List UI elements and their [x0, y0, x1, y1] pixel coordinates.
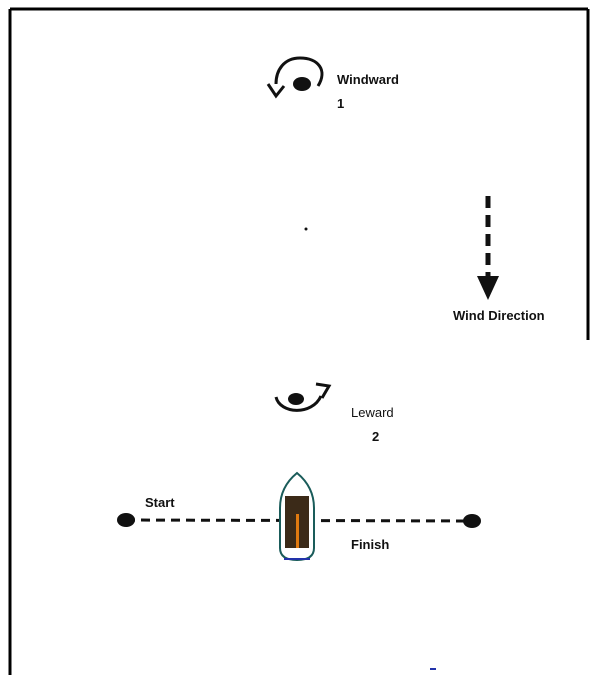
windward-buoy [293, 77, 311, 91]
start-pin-buoy [117, 513, 135, 527]
leeward-number: 2 [372, 429, 379, 444]
wind-direction-label: Wind Direction [453, 308, 545, 323]
windward-mark: Windward 1 [266, 56, 399, 111]
boat-sail [296, 514, 299, 548]
diagram-frame [8, 7, 590, 675]
leeward-mark: Leward 2 [274, 382, 394, 444]
leeward-label: Leward [351, 405, 394, 420]
leeward-rounding-arrow-icon [274, 395, 323, 412]
stray-dot [304, 227, 308, 231]
finish-pin-buoy [463, 514, 481, 528]
windward-label: Windward [337, 72, 399, 87]
windward-rounding-arrow-icon [274, 56, 324, 87]
wind-direction-arrow: Wind Direction [453, 196, 545, 323]
windward-number: 1 [337, 96, 344, 111]
start-label: Start [145, 495, 175, 510]
finish-label: Finish [351, 537, 389, 552]
leeward-buoy [288, 393, 304, 405]
committee-boat [279, 471, 315, 562]
